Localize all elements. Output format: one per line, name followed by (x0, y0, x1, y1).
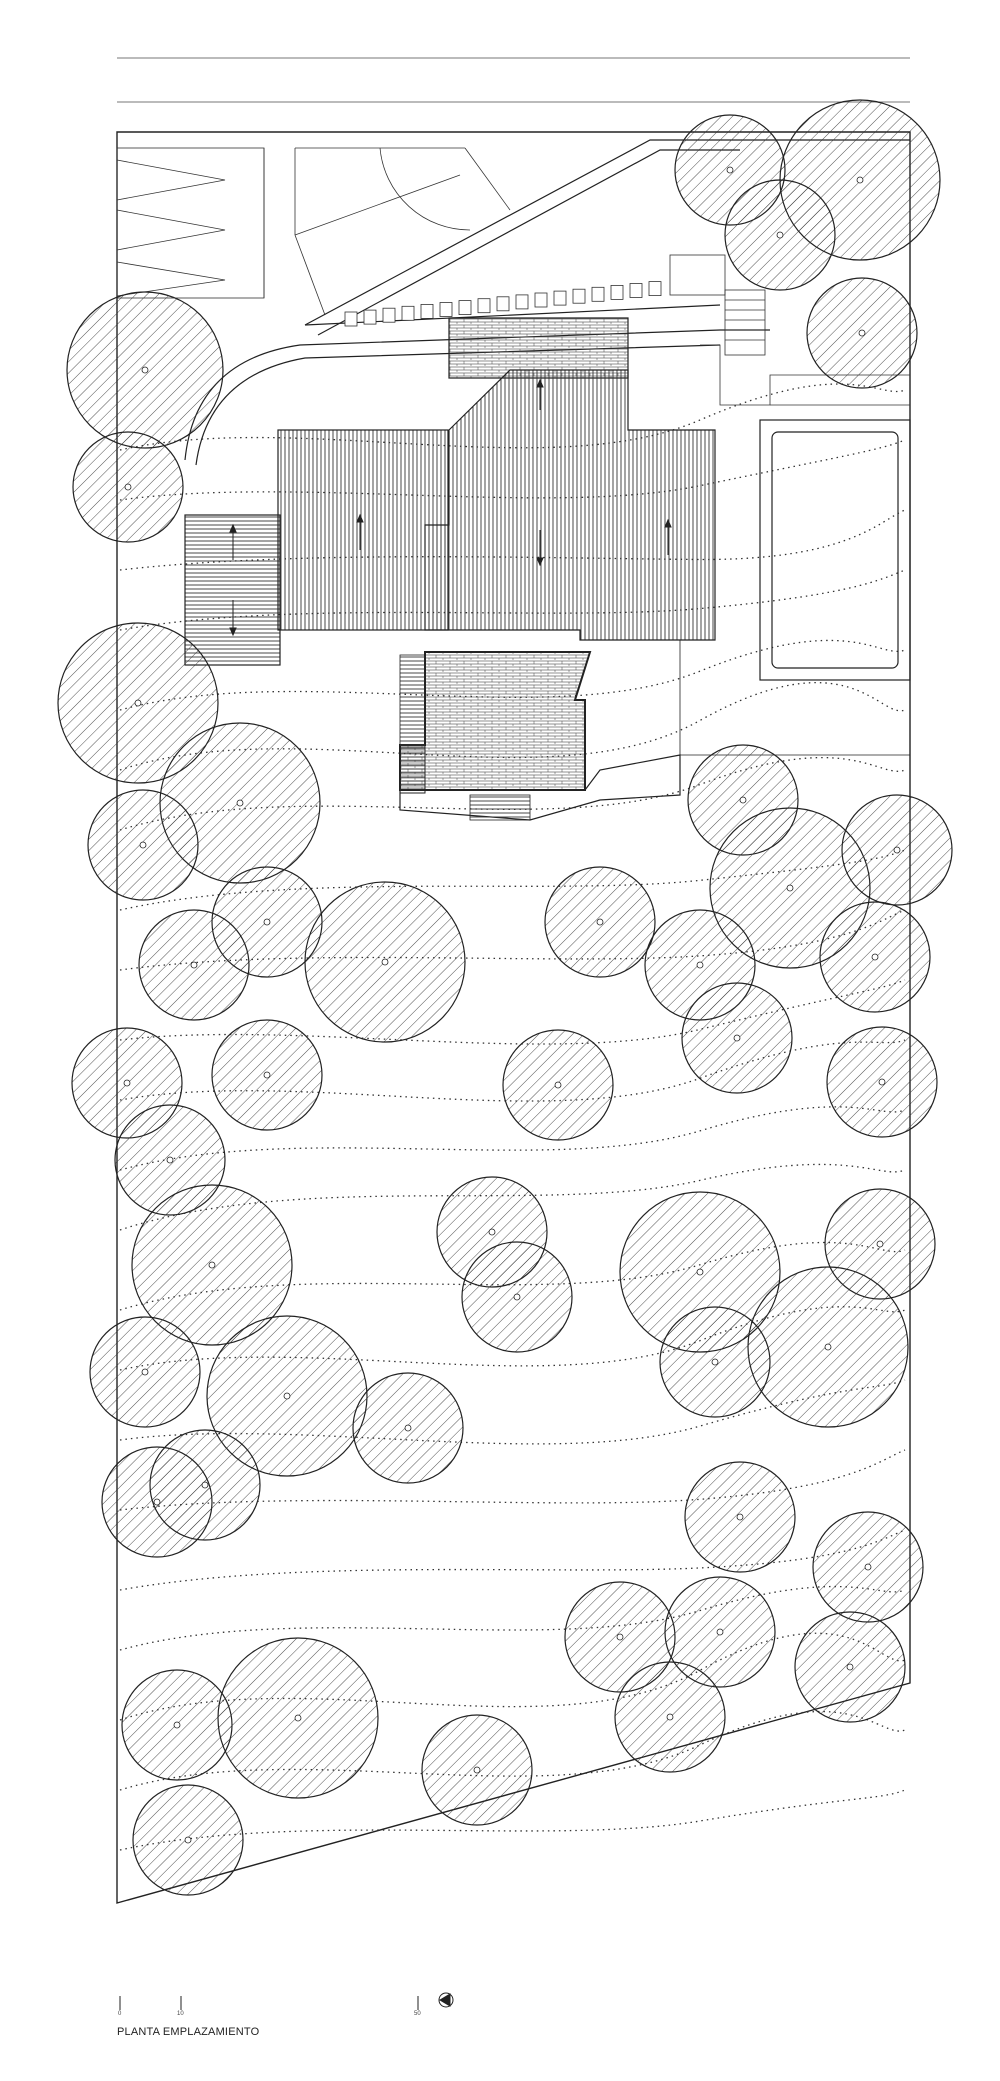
contour-line (119, 1163, 906, 1231)
trees (57, 99, 953, 1896)
parking-stall (610, 284, 624, 300)
parking-area (116, 147, 511, 316)
tree (747, 1266, 909, 1428)
parking-stall (401, 305, 415, 321)
parking-stall (363, 309, 377, 325)
parking-stall (629, 283, 643, 298)
tree (121, 1669, 233, 1781)
parking-stall (591, 286, 605, 302)
parking-stall (477, 298, 491, 314)
scale-mark-10: 10 (177, 2011, 184, 2017)
contour-line (119, 1585, 906, 1651)
parking-stalls (344, 281, 662, 327)
tree (502, 1029, 614, 1141)
tree (681, 982, 793, 1094)
tree (149, 1429, 261, 1541)
contour-line (119, 1306, 906, 1371)
site-boundary (116, 131, 911, 1904)
parking-stall (534, 292, 548, 308)
house-terrace (399, 744, 426, 794)
parking-stall (553, 290, 567, 306)
tree (544, 866, 656, 978)
house-roof-upper (448, 317, 629, 379)
scale-mark-50: 50 (414, 2011, 421, 2017)
contour-line (119, 979, 906, 1045)
house-roof-west (277, 429, 449, 631)
parking-stall (496, 296, 510, 312)
contour-line (119, 1449, 906, 1511)
tree (206, 1315, 368, 1477)
house-roof-main (424, 369, 716, 641)
tree (132, 1784, 244, 1896)
contour-line (119, 1529, 906, 1591)
contour-line (119, 1039, 906, 1102)
scale-mark-0: 0 (118, 2011, 122, 2017)
parking-stall (344, 311, 358, 327)
tree (812, 1511, 924, 1623)
parking-stall (439, 302, 453, 317)
tree (72, 431, 184, 543)
house (184, 317, 910, 821)
tree (57, 622, 219, 784)
tree (159, 722, 321, 884)
tree (461, 1241, 573, 1353)
house-deck (399, 754, 681, 821)
tree (66, 291, 224, 449)
parking-stall (458, 300, 472, 316)
house-stair-west (399, 654, 426, 748)
drawing-title: PLANTA EMPLAZAMIENTO (117, 2026, 260, 2038)
parking-stall (420, 303, 434, 319)
swimming-pool (759, 419, 911, 681)
tree (659, 1306, 771, 1418)
tree (794, 1611, 906, 1723)
tree (217, 1637, 379, 1799)
tree (664, 1576, 776, 1688)
parking-stall (648, 281, 662, 297)
tree (211, 1019, 323, 1131)
tree (819, 901, 931, 1013)
entrance-steps (669, 254, 910, 406)
tree (352, 1372, 464, 1484)
parking-stall (572, 288, 586, 304)
tree (87, 789, 199, 901)
tree (304, 881, 466, 1043)
parking-stall (382, 307, 396, 323)
tree (614, 1661, 726, 1773)
tree (826, 1026, 938, 1138)
house-roof-lower (399, 651, 592, 791)
contour-line (119, 1789, 906, 1851)
parking-stall (515, 294, 529, 310)
tree (684, 1461, 796, 1573)
north-arrow-icon (438, 1992, 454, 2008)
tree (841, 794, 953, 906)
house-front-steps (469, 794, 531, 821)
tree (421, 1714, 533, 1826)
tree (724, 179, 836, 291)
tree (138, 909, 250, 1021)
tree (131, 1184, 293, 1346)
tree (89, 1316, 201, 1428)
scale-bar (119, 1996, 419, 2010)
tree (806, 277, 918, 389)
